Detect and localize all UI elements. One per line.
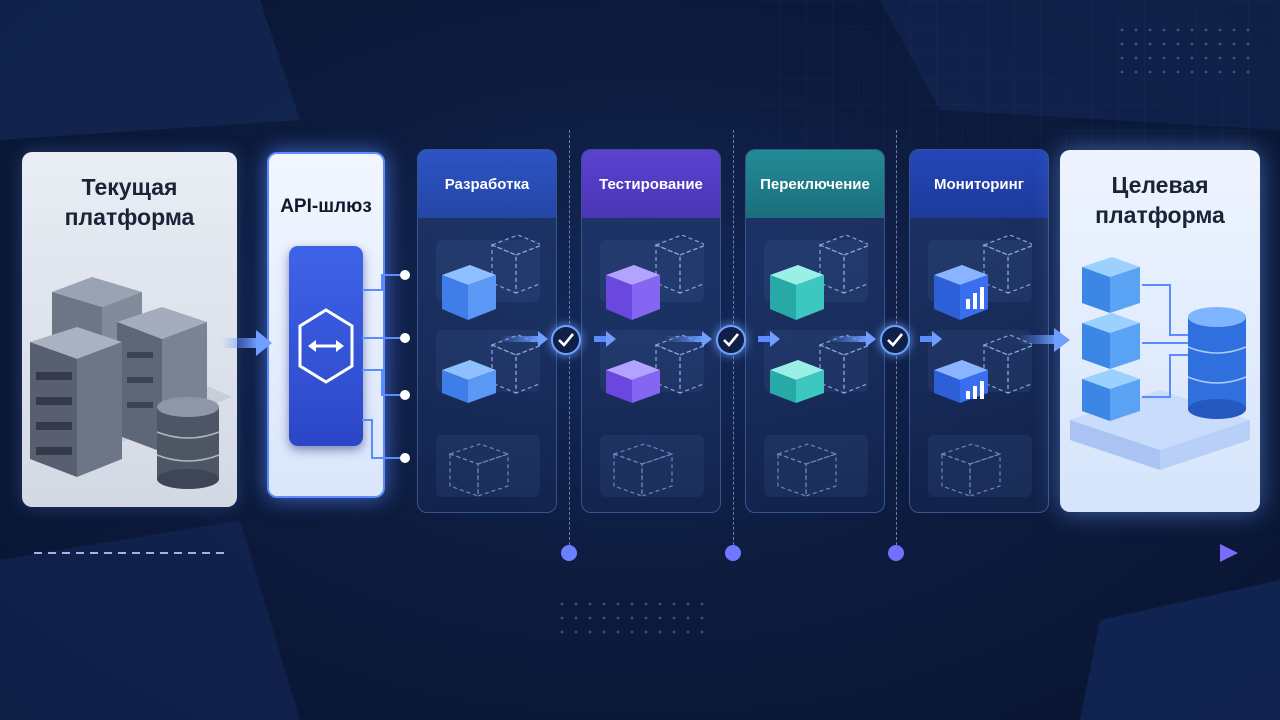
cube-icon: [606, 235, 704, 403]
bidirectional-arrow-icon: [298, 308, 354, 384]
checkpoint-check-icon: [716, 325, 746, 355]
empty-cube-icon: [448, 443, 510, 497]
stage-testing-header: Тестирование: [582, 150, 720, 218]
current-platform-title-line1: Текущая: [81, 174, 178, 200]
server-rack-icon: [30, 277, 232, 489]
stage-testing: Тестирование: [581, 149, 721, 513]
api-gateway-panel: API-шлюз: [267, 152, 385, 498]
stage-slot: [928, 435, 1032, 497]
current-platform-title-line2: платформа: [64, 204, 195, 230]
target-platform-title: Целевая платформа: [1060, 170, 1260, 230]
monitoring-cube-icon: [934, 235, 1032, 403]
stage-switchover: Переключение: [745, 149, 885, 513]
stage-development-header: Разработка: [418, 150, 556, 218]
current-platform-panel: Текущая платформа: [22, 152, 237, 507]
target-platform-title-line1: Целевая: [1111, 172, 1209, 198]
checkpoint-check-icon: [880, 325, 910, 355]
cube-icon: [770, 235, 868, 403]
empty-cube-icon: [776, 443, 838, 497]
current-platform-title: Текущая платформа: [22, 172, 237, 232]
stage-monitoring: Мониторинг: [909, 149, 1049, 513]
stage-switchover-header: Переключение: [746, 150, 884, 218]
target-platform-panel: Целевая платформа: [1060, 150, 1260, 512]
api-gateway-title: API-шлюз: [280, 196, 372, 217]
checkpoint-check-icon: [551, 325, 581, 355]
empty-cube-icon: [940, 443, 1002, 497]
target-infrastructure-icon: [1070, 257, 1250, 470]
empty-cube-icon: [612, 443, 674, 497]
api-gateway-card: [289, 246, 363, 446]
stage-slot: [600, 435, 704, 497]
stage-development: Разработка: [417, 149, 557, 513]
stage-slot: [436, 435, 540, 497]
target-platform-title-line2: платформа: [1095, 202, 1225, 228]
cube-icon: [442, 235, 540, 403]
stage-monitoring-header: Мониторинг: [910, 150, 1048, 218]
stage-slot: [764, 435, 868, 497]
